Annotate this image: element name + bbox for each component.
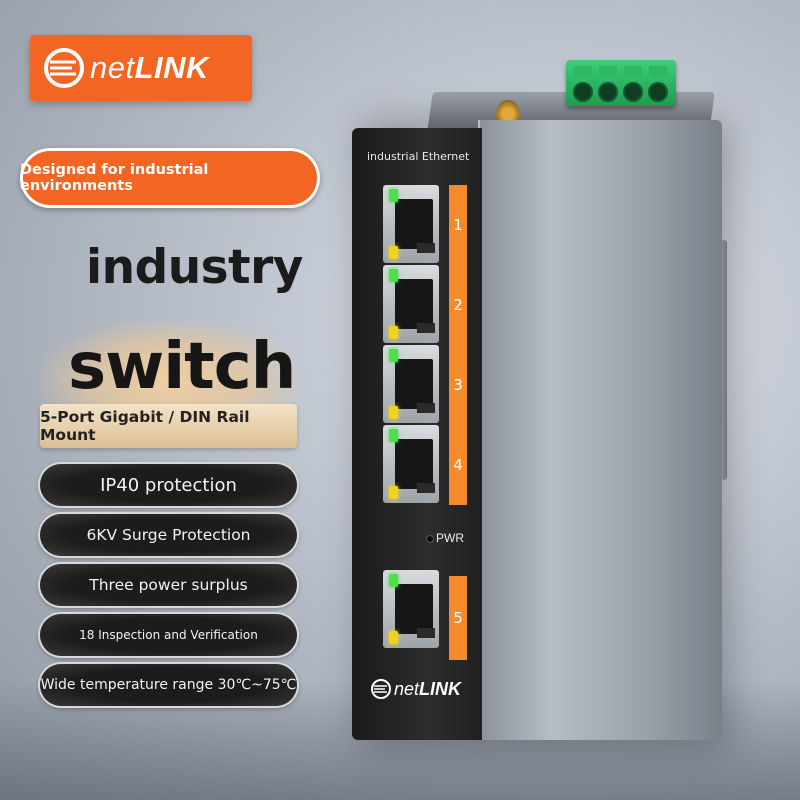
feature-temperature: Wide temperature range 30℃~75℃ — [40, 664, 297, 706]
feature-inspection: 18 Inspection and Verification — [40, 614, 297, 656]
port-number-5: 5 — [453, 609, 463, 627]
port-number-4: 4 — [453, 456, 463, 474]
activity-led-icon — [389, 406, 398, 419]
feature-surge: 6KV Surge Protection — [40, 514, 297, 556]
headline-glow — [40, 320, 300, 420]
link-led-icon — [389, 429, 398, 442]
port-number-3: 3 — [453, 376, 463, 394]
feature-ip40: IP40 protection — [40, 464, 297, 506]
activity-led-icon — [389, 246, 398, 259]
brand-logo-icon — [44, 48, 84, 88]
link-led-icon — [389, 269, 398, 282]
brand-logo: netLINK — [30, 35, 252, 101]
power-led-icon — [426, 535, 434, 543]
link-led-icon — [389, 574, 398, 587]
activity-led-icon — [389, 326, 398, 339]
ethernet-port-5 — [383, 570, 439, 648]
spec-banner: 5-Port Gigabit / DIN Rail Mount — [40, 404, 297, 448]
tagline-badge: Designed for industrial environments — [20, 148, 320, 208]
device-logo-text: netLINK — [394, 678, 462, 699]
activity-led-icon — [389, 486, 398, 499]
headline-switch: switch — [68, 330, 296, 404]
port-number-strip: 1 2 3 4 — [449, 185, 467, 505]
ethernet-port-3 — [383, 345, 439, 423]
brand-logo-text: netLINK — [90, 50, 209, 85]
power-terminal-block — [566, 60, 676, 106]
feature-power: Three power surplus — [40, 564, 297, 606]
ethernet-port-1 — [383, 185, 439, 263]
device-logo: netLINK — [370, 678, 461, 700]
activity-led-icon — [389, 631, 398, 644]
device-side-panel — [478, 120, 722, 740]
link-led-icon — [389, 189, 398, 202]
port-number-2: 2 — [453, 296, 463, 314]
port-number-strip-5: 5 — [449, 576, 467, 660]
link-led-icon — [389, 349, 398, 362]
port-number-1: 1 — [453, 216, 463, 234]
device-logo-icon — [371, 679, 391, 699]
front-panel-label: industrial Ethernet — [367, 150, 470, 163]
ethernet-port-2 — [383, 265, 439, 343]
power-label: PWR — [436, 531, 464, 545]
headline-industry: industry — [86, 240, 303, 295]
ethernet-port-4 — [383, 425, 439, 503]
